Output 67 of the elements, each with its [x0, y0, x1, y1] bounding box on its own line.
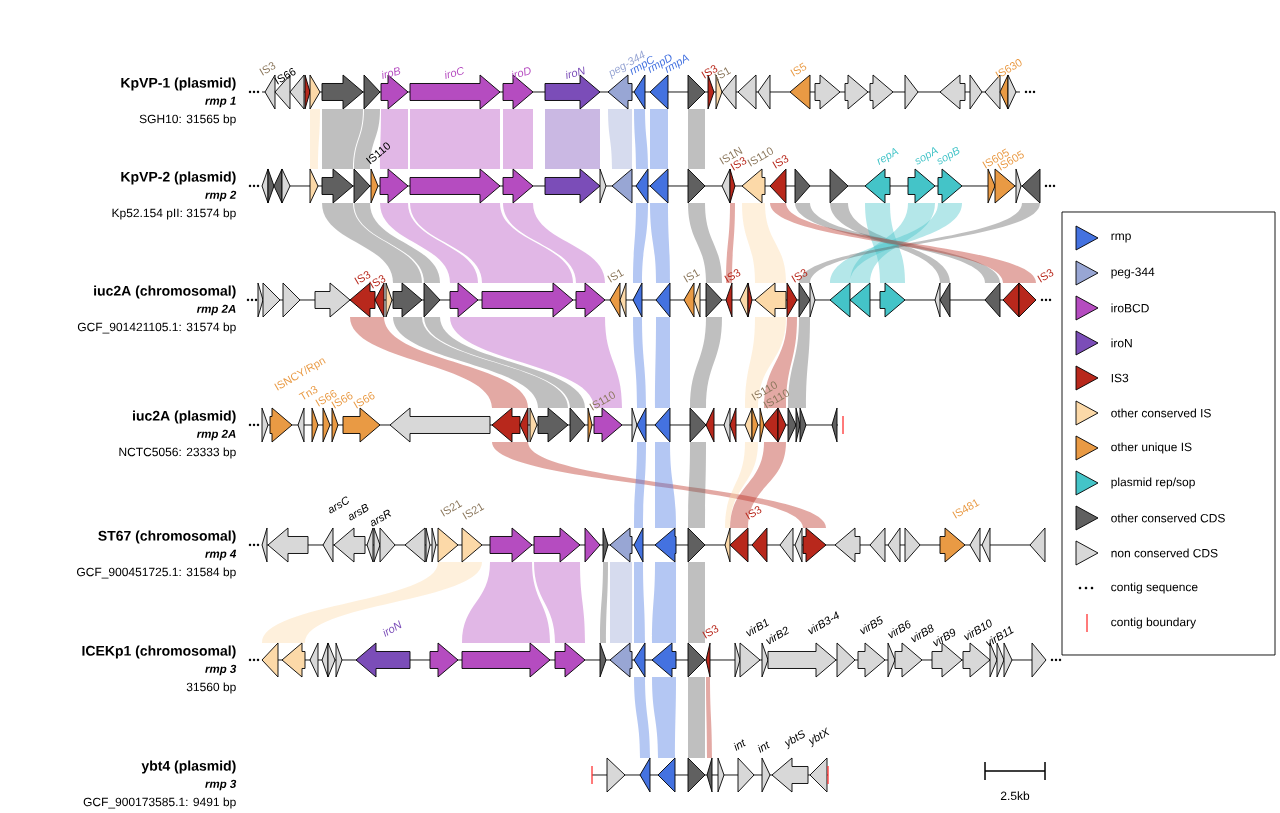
gene-label: iroN [382, 620, 402, 637]
gene-label: virB5 [859, 615, 883, 635]
track-subtitle: rmp 3 [205, 779, 237, 791]
track-title: iuc2A (chromosomal) [94, 285, 236, 299]
track-title: ICEKp1 (chromosomal) [82, 645, 236, 659]
track-title: KpVP-2 (plasmid) [121, 171, 236, 185]
legend-label: contig sequence [1111, 582, 1198, 594]
gene-label: virB8 [910, 624, 934, 643]
gene-label: iroD [512, 67, 531, 79]
gene-label: IS66 [353, 392, 375, 409]
gene-label: IS3 [772, 155, 789, 169]
gene-label: IS3 [745, 506, 762, 520]
track-title: ST67 (chromosomal) [98, 530, 236, 544]
legend-label: iroN [1111, 338, 1132, 348]
legend-label: plasmid rep/sop [1111, 477, 1195, 489]
track-title: KpVP-1 (plasmid) [121, 77, 236, 91]
gene-label: IS3 [354, 271, 371, 285]
track-title: ybt4 (plasmid) [141, 760, 236, 774]
gene-label: iroC [445, 67, 464, 79]
gene-label: IS21 [440, 500, 463, 517]
track-subtitle: rmp 2 [205, 190, 237, 202]
gene-label: IS3 [724, 269, 741, 283]
gene-label: IS3 [1037, 269, 1054, 283]
accession-label: SGH10: 31565 bp [139, 114, 236, 126]
gene-label: IS3 [369, 275, 386, 289]
gene-label: IS66 [274, 68, 296, 85]
gene-label: arsR [370, 509, 392, 527]
gene-label: IS5 [790, 62, 807, 77]
gene-label: IS1 [683, 269, 701, 283]
gene-label: repA [877, 148, 899, 165]
gene-label: virB9 [932, 628, 956, 647]
gene-label: virB6 [887, 620, 911, 639]
legend-label: IS3 [1111, 373, 1129, 383]
gene-label: iroN [566, 66, 585, 79]
accession-label: GCF_900451725.1: 31584 bp [77, 567, 236, 579]
legend-label: rmp [1111, 233, 1131, 243]
gene-label: sopB [937, 146, 960, 165]
gene-label: iroB [382, 67, 401, 79]
accession-label: NCTC5056: 23333 bp [119, 447, 236, 459]
gene-label: IS21 [462, 503, 485, 520]
gene-label: int [733, 739, 746, 751]
gene-label: arsB [348, 504, 369, 521]
gene-label: IS1 [607, 269, 625, 283]
accession-label: GCF_900173585.1: 9491 bp [83, 797, 236, 809]
gene-label: arsC [328, 496, 349, 514]
gene-label: IS3 [702, 625, 719, 639]
track-subtitle: rmp 2A [196, 304, 236, 316]
legend-label: peg-344 [1111, 267, 1155, 279]
legend-label: contig boundary [1111, 617, 1197, 629]
accession-label: Kp52.154 pII: 31574 bp [112, 208, 236, 220]
track-subtitle: rmp 2A [196, 429, 236, 441]
track-subtitle: rmp 4 [205, 549, 237, 561]
legend-label: other unique IS [1111, 442, 1192, 454]
scale-label: 2.5kb [1000, 791, 1030, 801]
gene-label: int [757, 741, 770, 753]
legend-label: other conserved IS [1111, 408, 1211, 418]
track-title: iuc2A (plasmid) [133, 410, 236, 424]
legend-label: other conserved CDS [1111, 513, 1225, 523]
accession-label: GCF_901421105.1: 31574 bp [77, 322, 236, 334]
legend-label: iroBCD [1111, 303, 1149, 313]
track-subtitle: rmp 1 [205, 96, 236, 108]
accession-label: 31560 bp [186, 682, 236, 694]
gene-label: IS3 [259, 62, 276, 76]
gene-label: IS3 [791, 269, 808, 283]
track-subtitle: rmp 3 [205, 664, 237, 676]
legend-label: non conserved CDS [1111, 548, 1218, 558]
gene-label: sopA [915, 147, 939, 165]
